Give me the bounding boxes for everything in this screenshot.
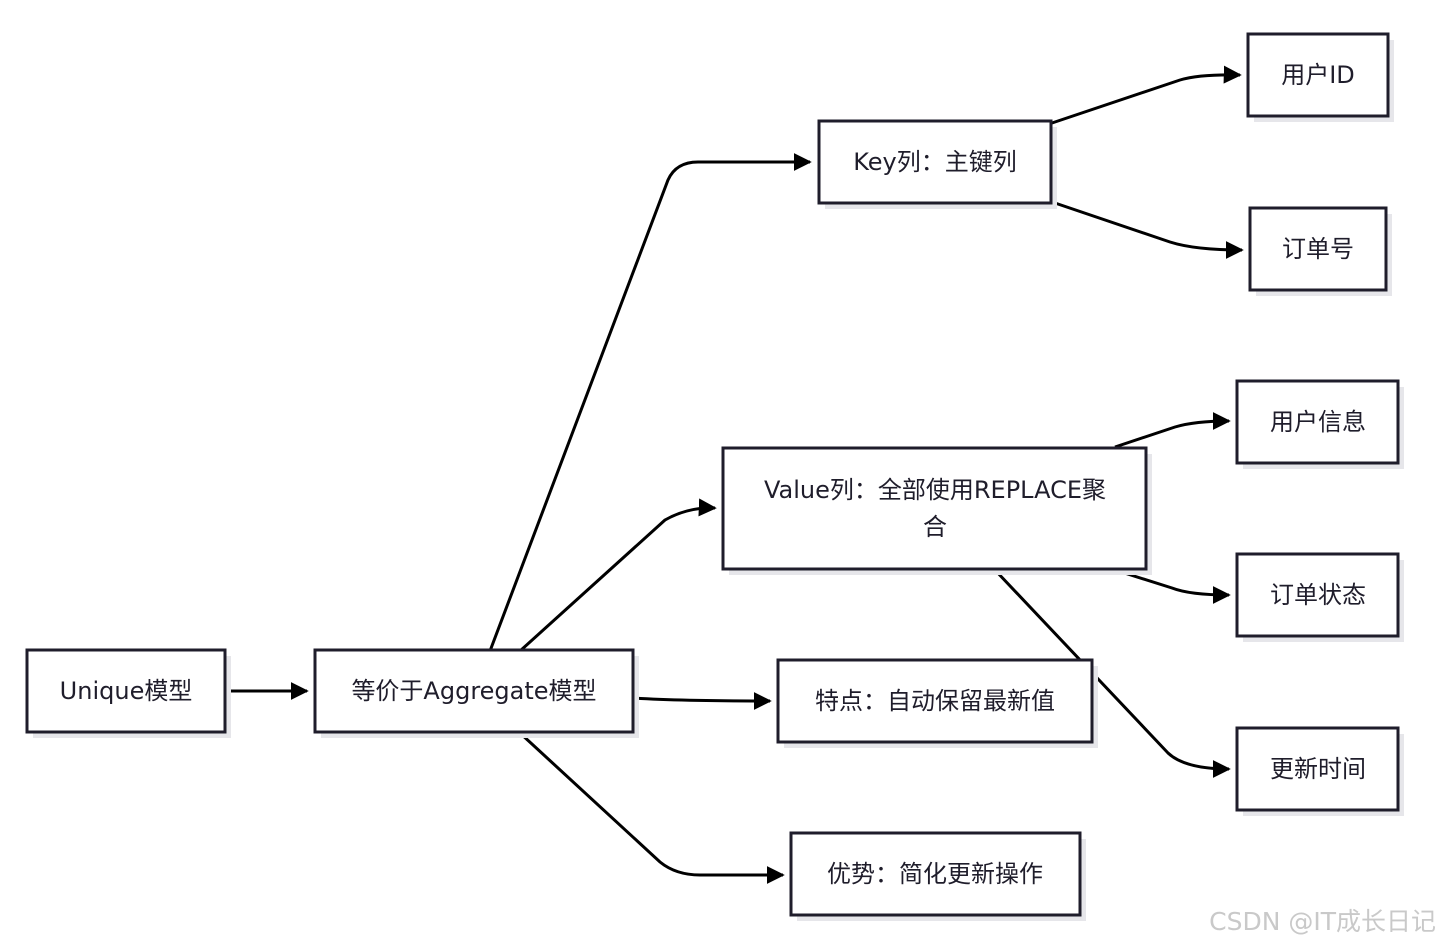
edge-value-updatetime — [993, 568, 1231, 778]
node-order-status[interactable]: 订单状态 — [1235, 552, 1404, 642]
node-value-column-line1: Value列：全部使用REPLACE聚 — [764, 476, 1106, 504]
nodes: Unique模型 等价于Aggregate模型 Key列：主键列 Value列：… — [25, 32, 1404, 921]
node-update-time[interactable]: 更新时间 — [1235, 726, 1404, 816]
watermark: CSDN @IT成长日记 — [1209, 907, 1436, 936]
edge-aggregate-feature — [632, 691, 772, 710]
edge-key-orderno — [1051, 200, 1244, 259]
node-user-info[interactable]: 用户信息 — [1235, 379, 1404, 469]
node-update-time-label: 更新时间 — [1270, 755, 1366, 783]
node-order-no-label: 订单号 — [1282, 235, 1354, 263]
node-advantage-label: 优势：简化更新操作 — [827, 860, 1043, 888]
node-user-id[interactable]: 用户ID — [1246, 32, 1394, 122]
node-feature[interactable]: 特点：自动保留最新值 — [776, 658, 1098, 748]
node-unique-model-label: Unique模型 — [60, 677, 193, 705]
node-key-column-label: Key列：主键列 — [853, 148, 1017, 176]
edge-aggregate-advantage — [518, 731, 785, 884]
edge-aggregate-value — [518, 498, 717, 653]
edge-aggregate-key — [488, 153, 812, 652]
node-aggregate-equivalent[interactable]: 等价于Aggregate模型 — [313, 648, 639, 738]
edge-value-userinfo — [1114, 412, 1231, 449]
node-user-info-label: 用户信息 — [1270, 408, 1366, 436]
edge-key-userid — [1051, 65, 1242, 125]
node-user-id-label: 用户ID — [1281, 61, 1355, 89]
node-unique-model[interactable]: Unique模型 — [25, 648, 231, 738]
node-value-column-line2: 合 — [923, 513, 947, 541]
node-order-no[interactable]: 订单号 — [1248, 206, 1392, 296]
node-value-column[interactable]: Value列：全部使用REPLACE聚 合 — [721, 446, 1152, 575]
node-order-status-label: 订单状态 — [1270, 581, 1366, 609]
node-advantage[interactable]: 优势：简化更新操作 — [789, 831, 1086, 921]
node-aggregate-equivalent-label: 等价于Aggregate模型 — [351, 677, 596, 705]
edge-value-orderstatus — [1114, 568, 1231, 604]
node-key-column[interactable]: Key列：主键列 — [817, 119, 1057, 209]
node-feature-label: 特点：自动保留最新值 — [815, 687, 1055, 715]
edges — [225, 65, 1244, 884]
